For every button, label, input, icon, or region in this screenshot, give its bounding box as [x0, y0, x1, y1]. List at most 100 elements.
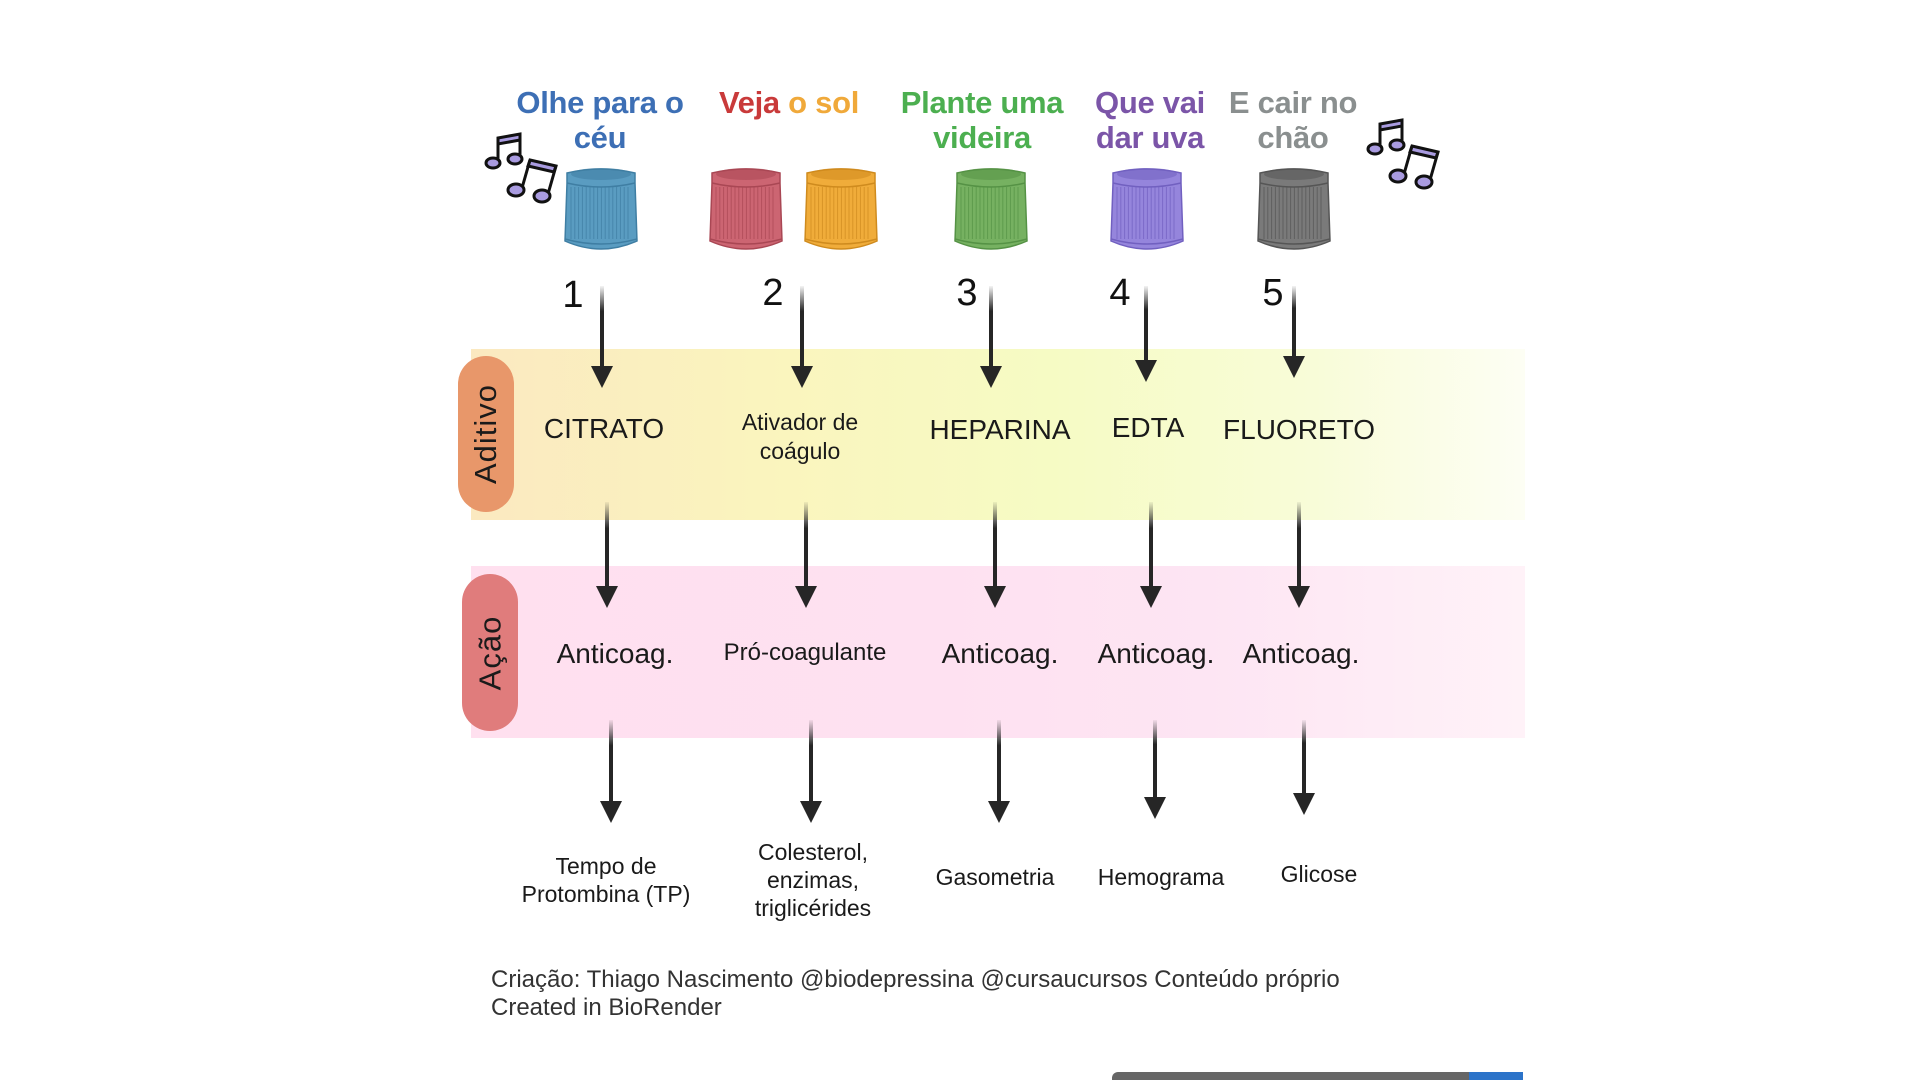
arrow-col1-stage2 — [596, 502, 618, 608]
arrow-head-icon — [800, 801, 822, 823]
additive-ativador: Ativador de coágulo — [742, 408, 858, 466]
arrow-shaft — [1149, 502, 1153, 590]
arrow-head-icon — [795, 586, 817, 608]
credits: Criação: Thiago Nascimento @biodepressin… — [491, 966, 1340, 1022]
music-notes-icon-left — [484, 132, 558, 204]
arrow-head-icon — [1135, 360, 1157, 382]
arrow-shaft — [993, 502, 997, 590]
blue-cap-icon — [564, 168, 638, 250]
arrow-col4-stage3 — [1144, 720, 1166, 819]
arrow-shaft — [1297, 502, 1301, 590]
mnemonic-5-line2: chão — [1257, 120, 1329, 155]
arrow-head-icon — [980, 366, 1002, 388]
order-number-5: 5 — [1262, 272, 1284, 314]
arrow-col4-stage2 — [1140, 502, 1162, 608]
mnemonic-2-word1: Veja — [718, 85, 780, 120]
arrow-head-icon — [1283, 356, 1305, 378]
arrow-col3-stage2 — [984, 502, 1006, 608]
arrow-shaft — [804, 502, 808, 590]
arrow-col1-stage1 — [591, 286, 613, 388]
arrow-head-icon — [600, 801, 622, 823]
test-2-line3: triglicérides — [754, 895, 872, 921]
mnemonic-3-line1: Plante uma — [900, 85, 1064, 120]
arrow-col1-stage3 — [600, 720, 622, 823]
additive-edta: EDTA — [1111, 412, 1185, 443]
arrow-head-icon — [1288, 586, 1310, 608]
arrow-col2-stage2 — [795, 502, 817, 608]
test-1-line2: Protombina (TP) — [521, 881, 691, 907]
mnemonic-2-word2: o sol — [788, 85, 860, 120]
arrow-col4-stage1 — [1135, 286, 1157, 382]
arrow-shaft — [1153, 720, 1157, 801]
gray-cap-icon — [1257, 168, 1331, 250]
acao-label-text: Ação — [472, 615, 508, 690]
action-2: Pró-coagulante — [723, 639, 887, 666]
yellow-cap-icon — [804, 168, 878, 250]
aditivo-label-text: Aditivo — [468, 383, 504, 485]
horizontal-scrollbar[interactable] — [1112, 1072, 1523, 1080]
arrow-head-icon — [1144, 797, 1166, 819]
arrow-shaft — [809, 720, 813, 805]
additive-ativador-line1: Ativador de — [741, 409, 859, 435]
test-1: Tempo de Protombina (TP) — [522, 852, 691, 908]
order-number-2: 2 — [762, 272, 784, 314]
mnemonic-5: E cair no chão — [1228, 85, 1358, 155]
arrow-head-icon — [591, 366, 613, 388]
arrow-col5-stage3 — [1293, 720, 1315, 815]
test-2-line2: enzimas, — [766, 867, 860, 893]
additive-citrato: CITRATO — [543, 413, 665, 444]
action-5: Anticoag. — [1242, 638, 1360, 669]
test-5: Glicose — [1280, 861, 1358, 887]
arrow-shaft — [600, 286, 604, 370]
arrow-shaft — [605, 502, 609, 590]
additive-heparina: HEPARINA — [929, 414, 1071, 445]
test-4: Hemograma — [1097, 864, 1225, 890]
additive-ativador-line2: coágulo — [759, 438, 841, 464]
mnemonic-4: Que vai dar uva — [1095, 85, 1205, 155]
arrow-col5-stage1 — [1283, 286, 1305, 378]
arrow-head-icon — [988, 801, 1010, 823]
credits-line2: Created in BioRender — [491, 994, 722, 1021]
test-3: Gasometria — [935, 864, 1055, 890]
test-1-line1: Tempo de — [555, 853, 657, 879]
scrollbar-thumb[interactable] — [1469, 1072, 1523, 1080]
action-4: Anticoag. — [1097, 638, 1215, 669]
arrow-shaft — [1302, 720, 1306, 797]
purple-cap-icon — [1110, 168, 1184, 250]
arrow-shaft — [609, 720, 613, 805]
arrow-col2-stage3 — [800, 720, 822, 823]
arrow-head-icon — [791, 366, 813, 388]
acao-section-label: Ação — [462, 574, 518, 731]
arrow-head-icon — [1293, 793, 1315, 815]
additive-fluoreto: FLUORETO — [1223, 414, 1375, 445]
test-2-line1: Colesterol, — [758, 839, 868, 865]
arrow-head-icon — [596, 586, 618, 608]
arrow-col3-stage1 — [980, 286, 1002, 388]
mnemonic-4-line1: Que vai — [1095, 85, 1205, 120]
mnemonic-1-line1: Olhe para o — [516, 85, 684, 120]
mnemonic-1-line2: céu — [573, 120, 627, 155]
red-cap-icon — [709, 168, 783, 250]
arrow-shaft — [800, 286, 804, 370]
mnemonic-3: Plante uma videira — [900, 85, 1064, 155]
arrow-shaft — [1144, 286, 1148, 364]
mnemonic-5-line1: E cair no — [1228, 85, 1358, 120]
order-number-4: 4 — [1109, 272, 1131, 314]
mnemonic-3-line2: videira — [933, 120, 1031, 155]
arrow-head-icon — [1140, 586, 1162, 608]
order-number-1: 1 — [562, 274, 584, 316]
arrow-shaft — [1292, 286, 1296, 360]
arrow-col3-stage3 — [988, 720, 1010, 823]
arrow-col5-stage2 — [1288, 502, 1310, 608]
action-1: Anticoag. — [556, 638, 674, 669]
mnemonic-1: Olhe para o céu — [516, 85, 684, 155]
credits-line1: Criação: Thiago Nascimento @biodepressin… — [491, 966, 1340, 993]
aditivo-section-label: Aditivo — [458, 356, 514, 512]
music-notes-icon-right — [1366, 118, 1440, 190]
test-2: Colesterol, enzimas, triglicérides — [755, 838, 871, 922]
mnemonic-4-line2: dar uva — [1095, 120, 1205, 155]
arrow-col2-stage1 — [791, 286, 813, 388]
mnemonic-2: Veja o sol — [719, 85, 859, 120]
arrow-head-icon — [984, 586, 1006, 608]
arrow-shaft — [989, 286, 993, 370]
